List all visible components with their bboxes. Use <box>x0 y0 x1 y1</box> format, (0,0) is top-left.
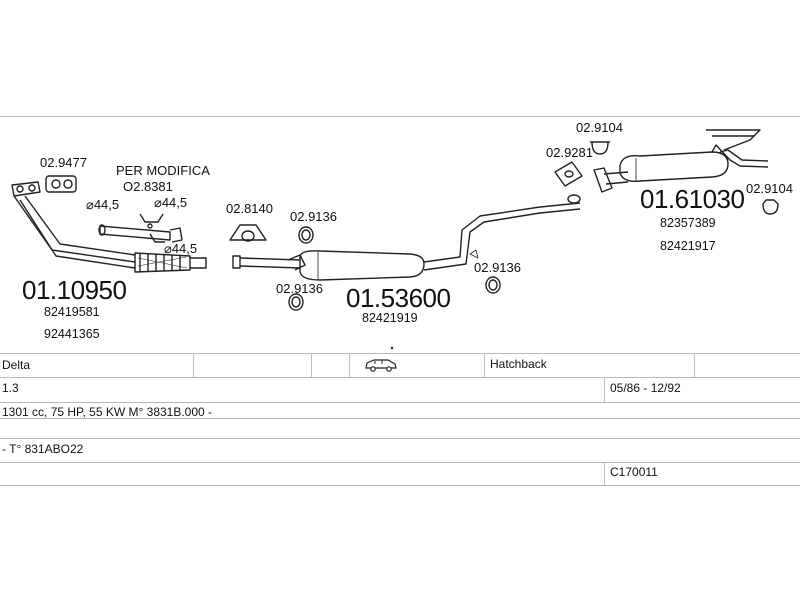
oem-number-front-2: 92441365 <box>44 327 100 341</box>
diameter-label-1: ⌀44,5 <box>86 197 120 212</box>
clamp-rings <box>288 226 501 311</box>
center-muffler-part <box>232 202 581 281</box>
clamp-fitting-9104-right <box>762 199 779 215</box>
table-cell-divider <box>604 377 605 402</box>
table-row-divider <box>0 462 800 463</box>
diameter-label-2: ⌀44,5 <box>154 195 188 210</box>
clamp-fitting-9104-top <box>590 141 610 155</box>
fitting-label-9104-b: 02.9104 <box>746 181 793 196</box>
table-cell-divider <box>694 353 695 377</box>
body-type: Hatchback <box>490 357 547 371</box>
oem-number-rear-1: 82357389 <box>660 216 716 230</box>
table-row-divider <box>0 418 800 419</box>
fitting-label-9136-b: 02.9136 <box>276 281 323 296</box>
engine-size: 1.3 <box>2 381 19 395</box>
fitting-label-9136-a: 02.9136 <box>290 209 337 224</box>
table-row-divider <box>0 402 800 403</box>
rear-muffler-part <box>593 129 769 193</box>
oem-number-front-1: 82419581 <box>44 305 100 319</box>
table-cell-divider <box>311 353 312 377</box>
part-number-center-muffler: 01.53600 <box>346 283 451 313</box>
table-cell-divider <box>484 353 485 377</box>
oem-number-center-1: 82421919 <box>362 311 418 325</box>
fitting-label-9136-c: 02.9136 <box>474 260 521 275</box>
table-top-border <box>0 353 800 354</box>
per-modifica-label: PER MODIFICA <box>116 163 210 178</box>
table-row-divider <box>0 438 800 439</box>
fitting-label-8381: O2.8381 <box>123 179 173 194</box>
engine-type: - T° 831ABO22 <box>2 442 84 456</box>
table-cell-divider <box>604 462 605 485</box>
production-period: 05/86 - 12/92 <box>610 381 681 395</box>
part-number-rear-muffler: 01.61030 <box>640 184 745 214</box>
flange-fitting-9477 <box>45 175 77 193</box>
catalog-code: C170011 <box>610 465 658 479</box>
front-pipe-part <box>11 181 207 273</box>
table-cell-divider <box>193 353 194 377</box>
fitting-label-8140: 02.8140 <box>226 201 273 216</box>
hatchback-car-icon <box>365 359 397 372</box>
gasket-fitting-8140 <box>229 224 267 242</box>
vehicle-model: Delta <box>2 358 31 372</box>
fitting-label-9281: 02.9281 <box>546 145 593 160</box>
part-number-front-pipe: 01.10950 <box>22 275 127 305</box>
oem-number-rear-2: 82421917 <box>660 239 716 253</box>
hanger-fitting-9281 <box>554 161 583 204</box>
table-bottom-border <box>0 485 800 486</box>
table-cell-divider <box>349 353 350 377</box>
fitting-label-9104-a: 02.9104 <box>576 120 623 135</box>
diagram-top-border <box>0 116 800 117</box>
table-row-divider <box>0 377 800 378</box>
repair-pipe-kit <box>98 213 183 243</box>
engine-spec: 1301 cc, 75 HP, 55 KW M° 3831B.000 - <box>2 405 213 419</box>
fitting-label-9477: 02.9477 <box>40 155 87 170</box>
diameter-label-3: ⌀44,5 <box>164 241 198 256</box>
